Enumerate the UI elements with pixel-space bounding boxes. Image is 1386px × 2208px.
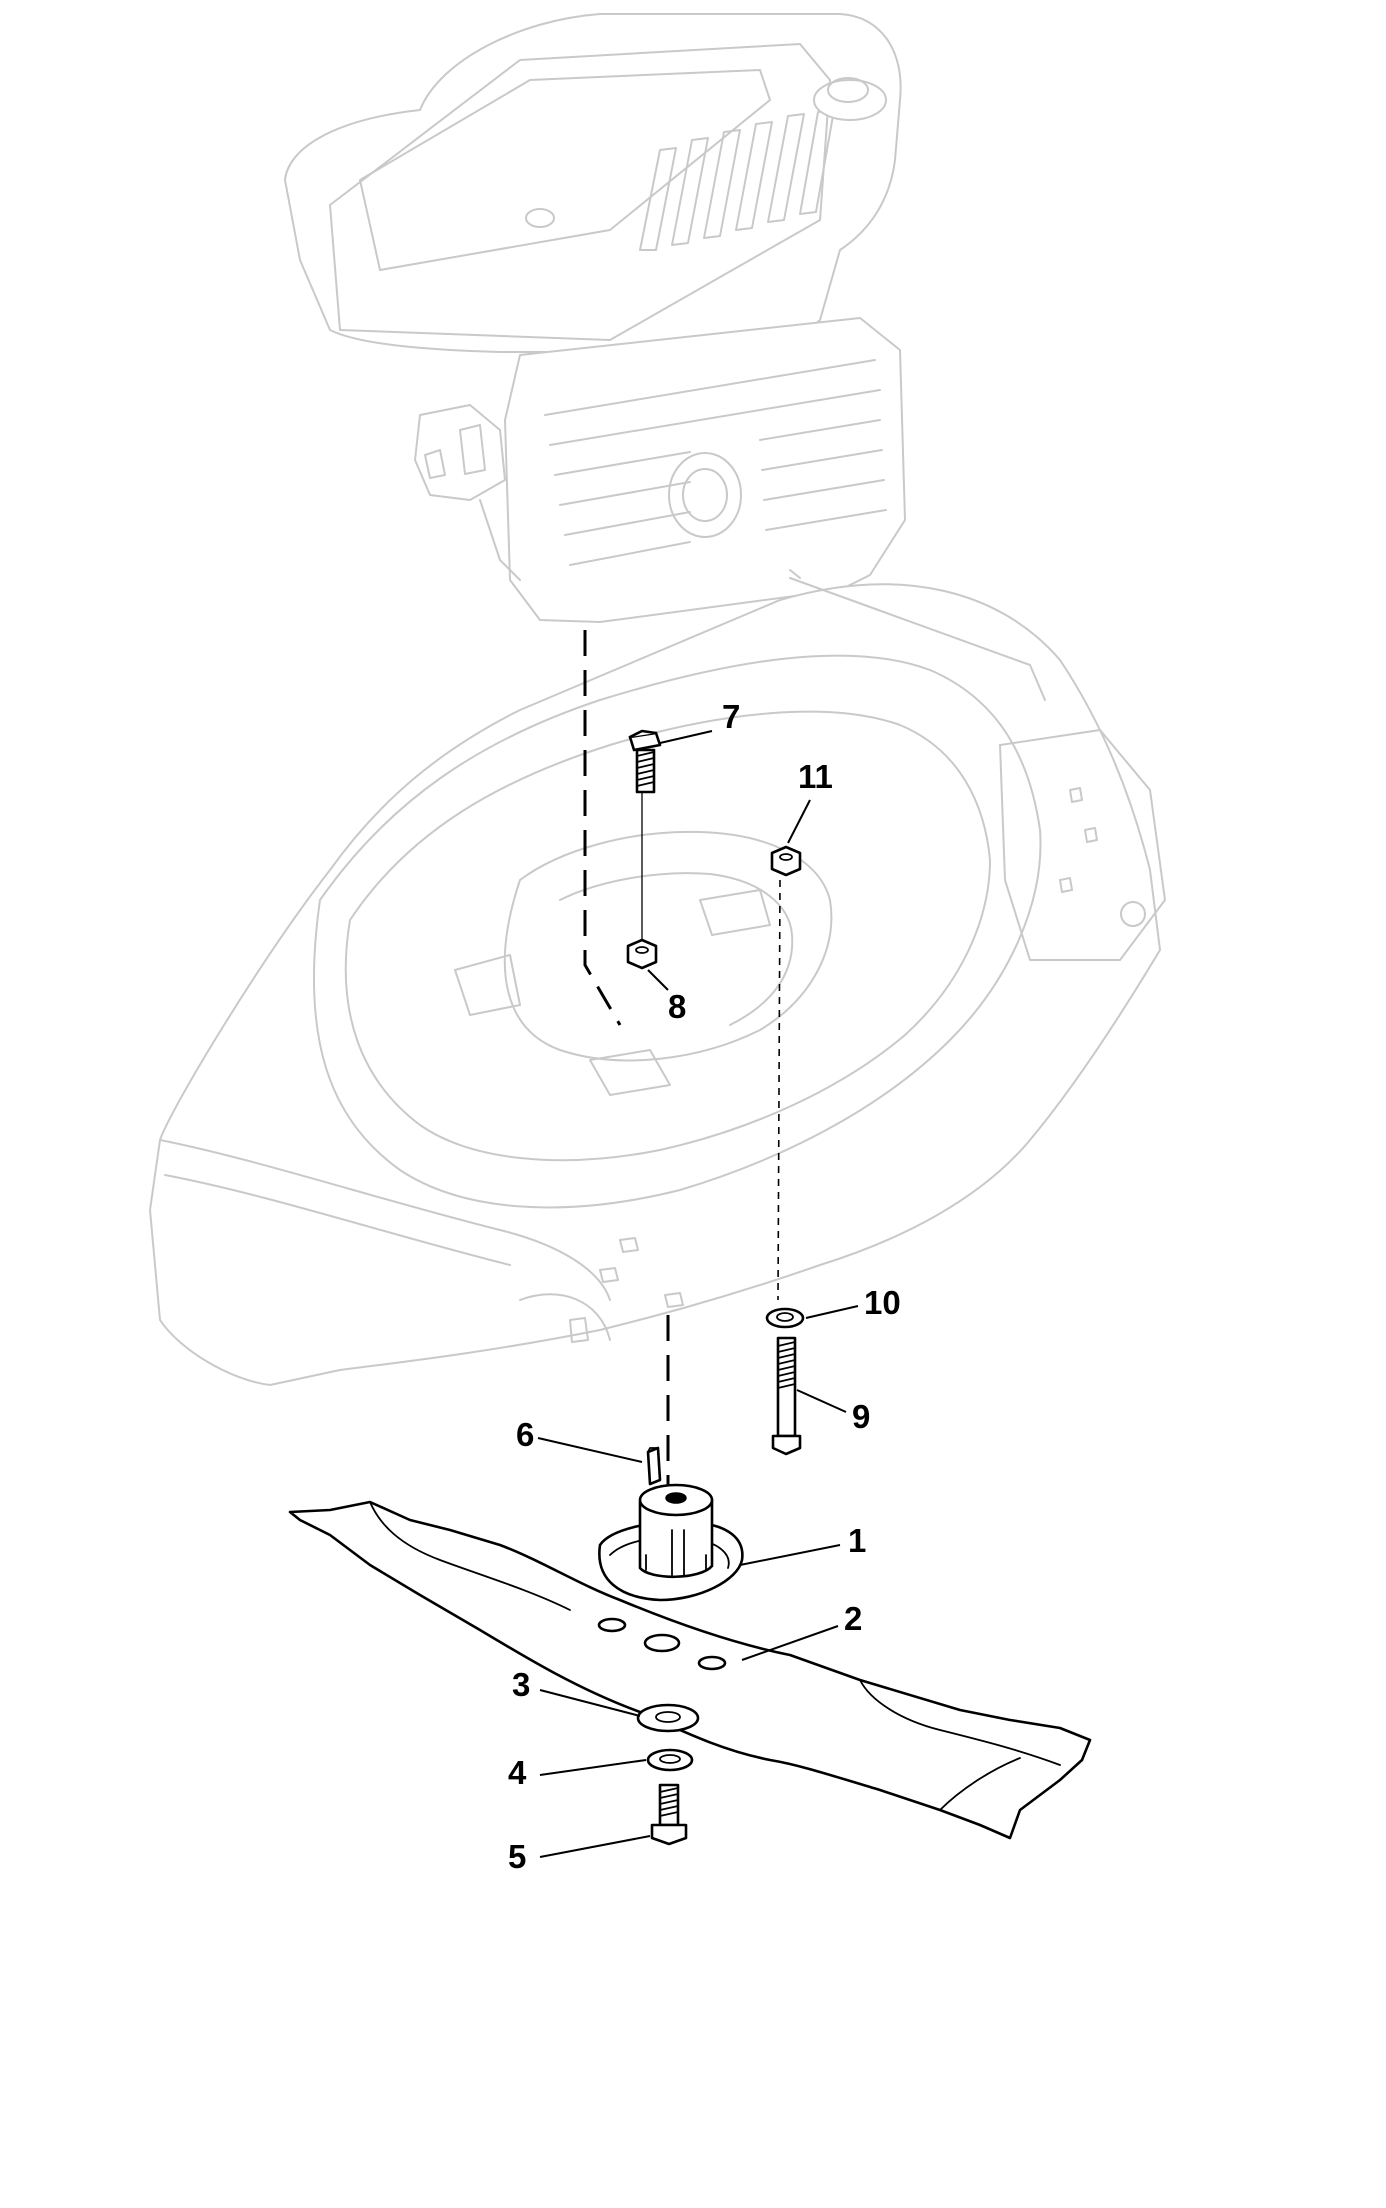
callout-1: 1	[848, 1522, 866, 1559]
part-5-bolt	[650, 1783, 688, 1846]
callout-6: 6	[516, 1416, 534, 1453]
callout-3: 3	[512, 1666, 530, 1703]
engine-outline	[284, 13, 906, 623]
leader-11	[787, 799, 811, 844]
callout-10: 10	[864, 1284, 901, 1321]
callout-2: 2	[844, 1600, 862, 1637]
callout-5: 5	[508, 1838, 526, 1875]
leader-6	[537, 1437, 643, 1463]
callout-11: 11	[798, 758, 833, 795]
leader-10	[805, 1305, 859, 1319]
callout-8: 8	[668, 988, 686, 1025]
engine-axis-upper	[583, 630, 622, 1026]
leader-4	[539, 1759, 647, 1776]
part-9-long-bolt	[771, 1336, 802, 1456]
part-8-nut	[626, 938, 658, 970]
leader-7	[659, 730, 713, 744]
part-3-washer	[636, 1703, 700, 1733]
part-4-washer	[646, 1748, 694, 1772]
leader-2	[741, 1625, 839, 1661]
callout-labels: 7 8 11 10 9 6 1 2 3 4 5	[508, 698, 901, 1875]
callout-9: 9	[852, 1398, 870, 1435]
leader-1	[739, 1544, 841, 1566]
leader-lines	[537, 730, 859, 1858]
part-6-key	[646, 1446, 662, 1486]
leader-8	[647, 969, 669, 991]
callout-7: 7	[722, 698, 740, 735]
leader-3	[539, 1689, 641, 1717]
leader-9	[796, 1389, 847, 1413]
part-10-washer	[765, 1307, 805, 1329]
part-2-blade	[288, 1500, 1092, 1840]
part-1-blade-adapter	[598, 1483, 744, 1602]
mower-deck-outline	[149, 569, 1166, 1386]
part-11-nut	[770, 845, 802, 877]
part-7-bolt	[628, 729, 662, 794]
leader-5	[539, 1835, 651, 1858]
callout-4: 4	[508, 1754, 527, 1791]
assembly-lines	[583, 630, 781, 1500]
bolt-9-axis	[777, 879, 781, 1301]
